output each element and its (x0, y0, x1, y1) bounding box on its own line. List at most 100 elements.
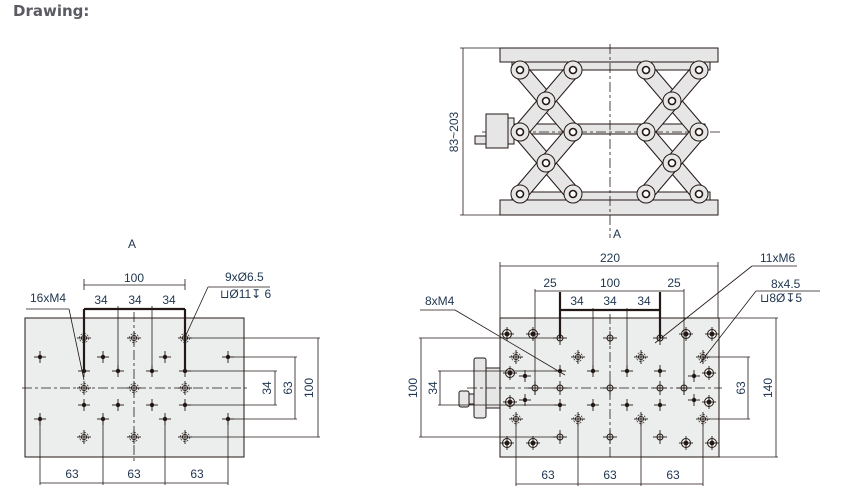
m6-hole (679, 327, 693, 341)
tapped-hole (519, 394, 531, 406)
tapped-hole (159, 351, 171, 363)
tapped-hole (159, 413, 171, 425)
knob-body (485, 113, 509, 149)
counterbore-hole (77, 430, 91, 444)
tapped-hole (97, 351, 109, 363)
dim-25-right: 25 (667, 276, 681, 290)
counterbore-hole (178, 381, 192, 395)
dim-63-right: 63 (734, 381, 748, 395)
callout-counterbore-right: ⊔8Ø↧5 (760, 291, 802, 305)
through-hole (603, 381, 617, 395)
holes-left (34, 331, 234, 444)
dim-100-right: 100 (302, 378, 316, 398)
tapped-hole (554, 365, 566, 377)
section-label-a: A (128, 237, 136, 251)
dim-34-a: 34 (94, 293, 108, 307)
pivot-pin (510, 122, 530, 142)
through-hole (603, 430, 617, 444)
counterbore-hole (696, 350, 710, 364)
dim-34-a: 34 (570, 294, 584, 308)
m6-hole (705, 436, 719, 450)
pivot-pin (536, 153, 556, 173)
tapped-hole (78, 399, 90, 411)
m6-hole (526, 327, 540, 341)
tapped-hole (587, 365, 599, 377)
pivot-pin (636, 60, 656, 80)
pivot-pin (689, 60, 709, 80)
counterbore-hole (509, 350, 523, 364)
counterbore-hole (178, 331, 192, 345)
dim-34-c: 34 (162, 293, 176, 307)
dim-100-left: 100 (406, 378, 420, 398)
holes-right (500, 327, 719, 450)
drawing-heading: Drawing: (13, 2, 90, 20)
dim-220: 220 (600, 251, 620, 265)
callout-8xm4: 8xM4 (425, 294, 455, 308)
tapped-hole (97, 413, 109, 425)
m6-hole (705, 327, 719, 341)
tapped-hole (621, 399, 633, 411)
counterbore-hole (77, 331, 91, 345)
top-plate (499, 47, 719, 63)
tapped-hole (688, 394, 700, 406)
pivot-pin (636, 184, 656, 204)
tapped-hole (688, 370, 700, 382)
dim-63-right: 63 (281, 381, 295, 395)
dim-63-b3: 63 (666, 468, 680, 482)
through-hole (677, 381, 691, 395)
through-hole (553, 430, 567, 444)
top-view-left: A 100 34 34 34 16xM4 9xØ6.5 ⊔Ø11↧ 6 100 (22, 237, 320, 485)
knob-stem (468, 393, 475, 405)
through-hole (653, 430, 667, 444)
counterbore-hole (178, 430, 192, 444)
pivot-pin (563, 122, 583, 142)
side-view: 83~203 (447, 44, 720, 241)
through-hole (553, 331, 567, 345)
dim-63-b1: 63 (541, 468, 555, 482)
pivot-pin (662, 91, 682, 111)
dim-63-b3: 63 (190, 467, 204, 481)
through-hole (553, 381, 567, 395)
pivot-pin (636, 122, 656, 142)
pivot-pin (536, 91, 556, 111)
top-rail (511, 61, 711, 71)
counterbore-hole (509, 412, 523, 426)
dim-100: 100 (124, 271, 144, 285)
dim-63-b1: 63 (65, 467, 79, 481)
m6-hole (500, 436, 514, 450)
dim-34-c: 34 (637, 294, 651, 308)
tapped-hole (112, 399, 124, 411)
height-range-label: 83~203 (447, 111, 461, 152)
dim-34-b: 34 (603, 294, 617, 308)
through-hole (653, 331, 667, 345)
leader (68, 308, 85, 381)
callout-11xm6: 11xM6 (760, 251, 795, 265)
top-view-right: 220 25 100 25 34 34 34 8xM4 11xM6 8x4.5 … (406, 251, 820, 486)
pivot-pin (689, 184, 709, 204)
dim-34-left: 34 (426, 381, 440, 395)
leader (454, 309, 566, 376)
knob-handle (474, 135, 487, 145)
section-marker-a: A (613, 227, 621, 241)
callout-counterbore: ⊔Ø11↧ 6 (220, 287, 272, 301)
tapped-hole (34, 413, 46, 425)
through-hole (653, 381, 667, 395)
tapped-hole (179, 365, 191, 377)
tapped-hole (146, 365, 158, 377)
tapped-hole (222, 351, 234, 363)
dim-34-right: 34 (260, 381, 274, 395)
m6-hole (526, 436, 540, 450)
m6-hole (702, 395, 716, 409)
tapped-hole (519, 370, 531, 382)
pivot-pin (662, 153, 682, 173)
counterbore-hole (634, 350, 648, 364)
tapped-hole (179, 399, 191, 411)
m6-hole (702, 366, 716, 380)
tapped-hole (554, 399, 566, 411)
counterbore-hole (696, 412, 710, 426)
tapped-hole (34, 351, 46, 363)
pivot-pin (689, 122, 709, 142)
counterbore-hole (127, 430, 141, 444)
counterbore-hole (571, 412, 585, 426)
m6-hole (679, 436, 693, 450)
